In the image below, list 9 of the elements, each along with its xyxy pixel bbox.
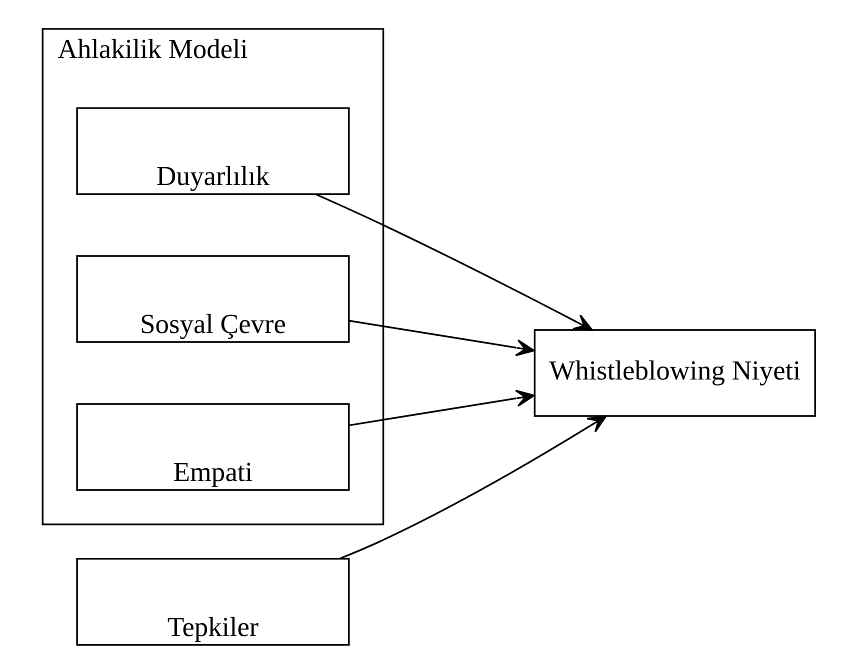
arrow: [348, 390, 534, 426]
arrow: [338, 415, 606, 560]
node-box: Tepkiler: [76, 558, 350, 646]
arrow: [314, 193, 592, 331]
node-box: Empati: [76, 403, 350, 491]
node-box: Sosyal Çevre: [76, 255, 350, 343]
node-box: Duyarlılık: [76, 107, 350, 195]
arrow: [348, 320, 534, 356]
node-box: Whistleblowing Niyeti: [533, 329, 816, 417]
